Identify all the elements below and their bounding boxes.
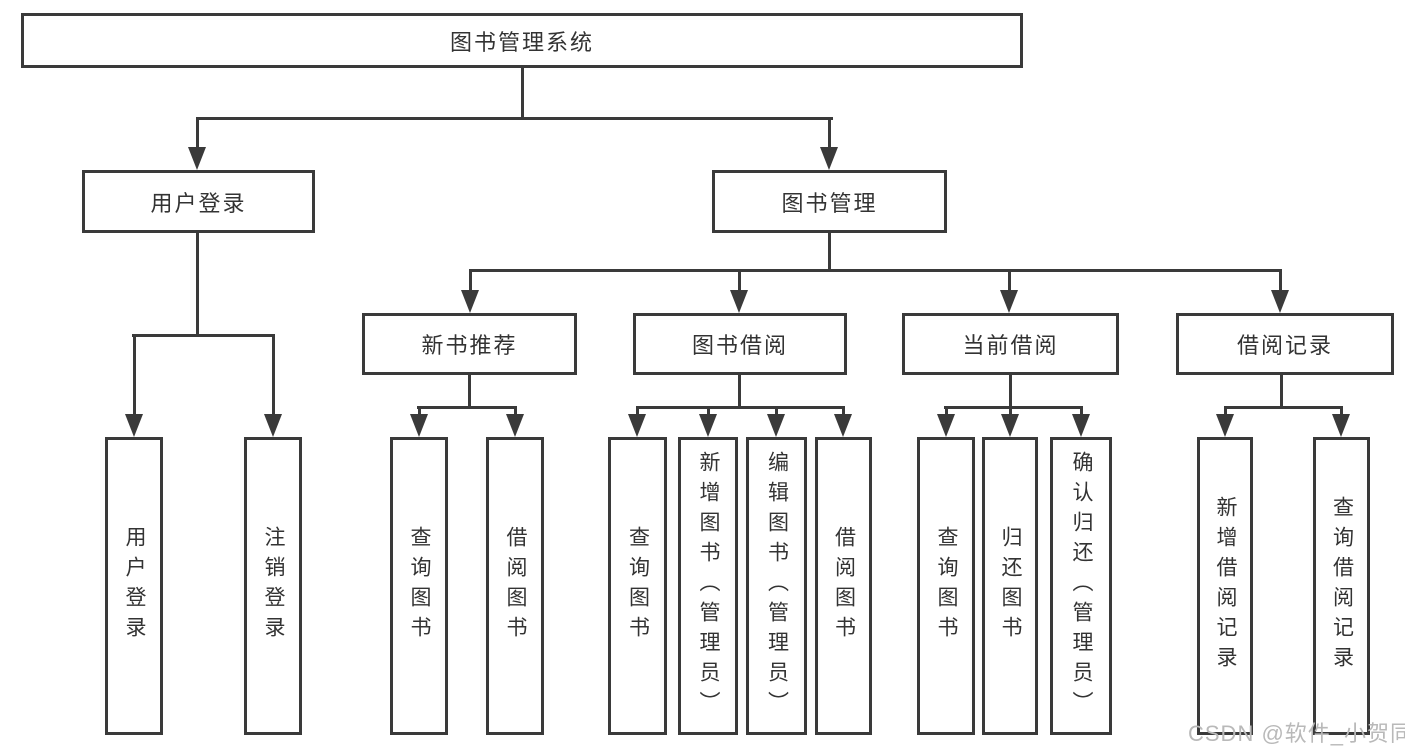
- leaf-return-book-label: 归还图书: [999, 526, 1022, 646]
- arrow-to-user-login: [188, 117, 206, 170]
- connector-mgmt-stub: [828, 231, 831, 272]
- connector-records-stub: [1280, 373, 1283, 409]
- arrow-to-book-borrow: [730, 269, 748, 313]
- leaf-query-books-borrow-label: 查询图书: [626, 526, 650, 646]
- leaf-add-book-admin-label: 新增图书（管理员）: [697, 451, 720, 721]
- connector-login-stub: [196, 231, 199, 337]
- arrow-to-leaf-confirm-return: [1072, 406, 1090, 437]
- node-book-borrow: 图书借阅: [633, 313, 847, 375]
- leaf-add-borrow-record-label: 新增借阅记录: [1214, 496, 1237, 676]
- leaf-query-books-newbook-label: 查询图书: [408, 526, 431, 646]
- connector-borrow-stub: [738, 373, 741, 409]
- arrow-to-leaf-query-record: [1332, 406, 1350, 437]
- leaf-query-books-borrow: 查询图书: [608, 437, 667, 735]
- node-borrow-records: 借阅记录: [1176, 313, 1394, 375]
- arrow-to-leaf-return-book: [1001, 406, 1019, 437]
- leaf-confirm-return-admin: 确认归还（管理员）: [1050, 437, 1112, 735]
- arrow-to-leaf-borrow-books: [834, 406, 852, 437]
- leaf-query-books-current: 查询图书: [917, 437, 975, 735]
- leaf-borrow-books: 借阅图书: [815, 437, 872, 735]
- node-book-management: 图书管理: [712, 170, 947, 233]
- arrow-to-leaf-query-current: [937, 406, 955, 437]
- leaf-query-borrow-record: 查询借阅记录: [1313, 437, 1370, 735]
- leaf-query-borrow-record-label: 查询借阅记录: [1330, 496, 1354, 676]
- arrow-to-leaf-user-login: [125, 334, 143, 437]
- connector-login-rail: [132, 334, 275, 337]
- node-current-borrow: 当前借阅: [902, 313, 1119, 375]
- leaf-edit-book-admin-label: 编辑图书（管理员）: [765, 451, 789, 721]
- leaf-edit-book-admin: 编辑图书（管理员）: [746, 437, 807, 735]
- leaf-logout: 注销登录: [244, 437, 302, 735]
- arrow-to-book-management: [820, 117, 838, 170]
- leaf-query-books-newbook: 查询图书: [390, 437, 448, 735]
- arrow-to-leaf-borrow-newbook: [506, 406, 524, 437]
- connector-newbook-stub: [468, 373, 471, 409]
- leaf-user-login-label: 用户登录: [123, 526, 146, 646]
- leaf-return-book: 归还图书: [982, 437, 1038, 735]
- arrow-to-current-borrow: [1000, 269, 1018, 313]
- leaf-query-books-current-label: 查询图书: [935, 526, 958, 646]
- node-user-login: 用户登录: [82, 170, 315, 233]
- arrow-to-leaf-add-record: [1216, 406, 1234, 437]
- leaf-user-login: 用户登录: [105, 437, 163, 735]
- connector-newbook-rail: [417, 406, 517, 409]
- csdn-watermark: CSDN @软件_小贺同学: [1188, 721, 1405, 746]
- node-root-library-system: 图书管理系统: [21, 13, 1023, 68]
- arrow-to-borrow-records: [1271, 269, 1289, 313]
- arrow-to-leaf-edit-book: [767, 406, 785, 437]
- connector-current-stub: [1009, 373, 1012, 409]
- arrow-to-leaf-logout: [264, 334, 282, 437]
- leaf-logout-label: 注销登录: [262, 526, 285, 646]
- connector-records-rail: [1224, 406, 1343, 409]
- arrow-to-new-book-recommend: [461, 269, 479, 313]
- arrow-to-leaf-query-borrow: [628, 406, 646, 437]
- connector-root-rail: [196, 117, 833, 120]
- connector-current-rail: [944, 406, 1083, 409]
- connector-root-stub: [521, 66, 524, 119]
- arrow-to-leaf-add-book: [699, 406, 717, 437]
- leaf-add-book-admin: 新增图书（管理员）: [678, 437, 738, 735]
- leaf-borrow-books-newbook-label: 借阅图书: [504, 526, 527, 646]
- node-new-book-recommend: 新书推荐: [362, 313, 577, 375]
- leaf-confirm-return-admin-label: 确认归还（管理员）: [1070, 451, 1093, 721]
- arrow-to-leaf-query-newbook: [410, 406, 428, 437]
- leaf-add-borrow-record: 新增借阅记录: [1197, 437, 1253, 735]
- leaf-borrow-books-label: 借阅图书: [832, 526, 856, 646]
- connector-borrow-rail: [636, 406, 845, 409]
- leaf-borrow-books-newbook: 借阅图书: [486, 437, 544, 735]
- connector-mgmt-rail: [469, 269, 1282, 272]
